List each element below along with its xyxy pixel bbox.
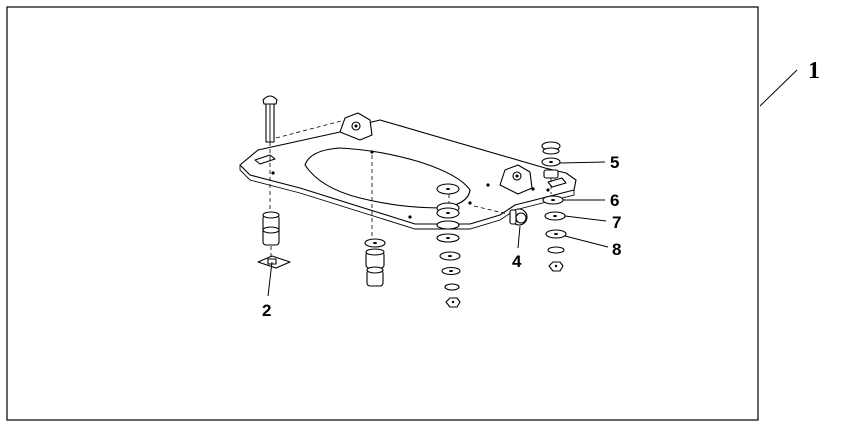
- spacer-stack-middle: [364, 155, 386, 287]
- leader-7: [564, 215, 607, 222]
- callout-1: 1: [808, 58, 820, 84]
- washer-stack-right: [541, 141, 567, 272]
- bracket-right: [499, 164, 533, 195]
- washer-stack-center: [436, 183, 461, 308]
- callout-4: 4: [512, 252, 522, 271]
- bolt: [262, 95, 278, 143]
- axis-line-mount: [473, 205, 509, 215]
- callout-8: 8: [612, 240, 621, 259]
- axis-line-bolt-top: [275, 119, 346, 139]
- rubber-mount: [509, 208, 528, 226]
- callout-2: 2: [262, 301, 271, 320]
- callout-7: 7: [612, 213, 621, 232]
- callout-6: 6: [610, 191, 619, 210]
- spacer-stack-left: [257, 211, 291, 269]
- leader-1: [759, 69, 798, 107]
- leader-8: [564, 235, 609, 248]
- bracket-left: [339, 112, 373, 141]
- leader-4: [517, 225, 521, 249]
- leader-2: [267, 261, 273, 297]
- callout-5: 5: [610, 153, 619, 172]
- leader-5: [559, 161, 606, 164]
